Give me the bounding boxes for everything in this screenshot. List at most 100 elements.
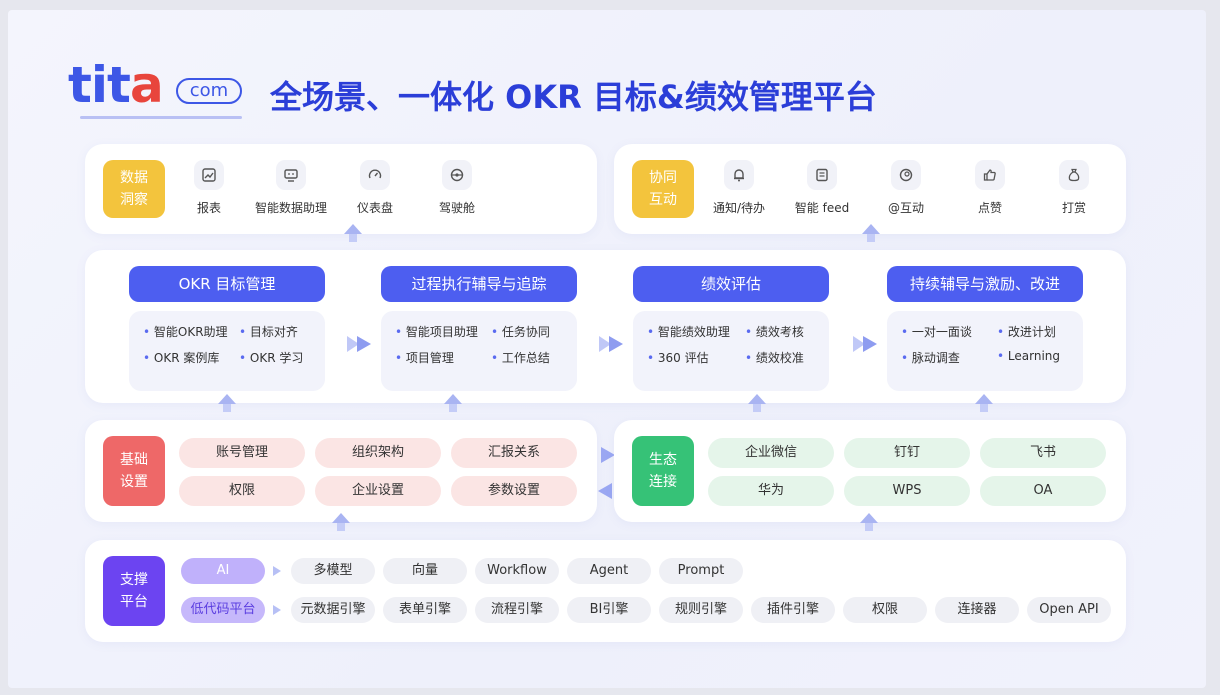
ai-pill[interactable]: Agent (567, 558, 651, 584)
support-platform-tag: 支撑 平台 (103, 556, 165, 626)
process-item[interactable]: 智能OKR助理 (143, 323, 228, 340)
collab-item-label: @互动 (887, 201, 924, 215)
ai-pill[interactable]: Workflow (475, 558, 559, 584)
ecosystem-pill[interactable]: 钉钉 (844, 438, 970, 468)
thumbs-up-icon (975, 160, 1005, 190)
arrow-up-to-settings (332, 513, 350, 531)
logo-text-a: a (129, 56, 164, 114)
process-item[interactable]: 任务协同 (491, 323, 550, 340)
process-title[interactable]: OKR 目标管理 (129, 266, 325, 302)
slide: tita com 全场景、一体化 OKR 目标&绩效管理平台 数据 洞察 报表 … (8, 10, 1206, 688)
ecosystem-pill[interactable]: 华为 (708, 476, 834, 506)
process-body: 一对一面谈 改进计划 脉动调查 Learning (887, 311, 1083, 391)
ecosystem-pill[interactable]: 飞书 (980, 438, 1106, 468)
lowcode-pill[interactable]: BI引擎 (567, 597, 651, 623)
collab-item-mention[interactable]: @互动 (856, 160, 956, 216)
lowcode-pill[interactable]: 连接器 (935, 597, 1019, 623)
settings-pill[interactable]: 组织架构 (315, 438, 441, 468)
process-item[interactable]: 360 评估 (647, 349, 709, 366)
arrow-up-to-evaluation (748, 394, 766, 412)
settings-pill[interactable]: 权限 (179, 476, 305, 506)
insight-item-dashboard[interactable]: 仪表盘 (325, 160, 425, 216)
process-item[interactable]: 绩效校准 (745, 349, 804, 366)
process-item[interactable]: 智能项目助理 (395, 323, 478, 340)
logo-text-tit: tit (68, 56, 131, 114)
ai-label-pill[interactable]: AI (181, 558, 265, 584)
process-item[interactable]: 项目管理 (395, 349, 454, 366)
ai-pill[interactable]: 多模型 (291, 558, 375, 584)
lowcode-pill[interactable]: 插件引擎 (751, 597, 835, 623)
arrow-up-to-insight (344, 224, 362, 242)
ecosystem-tag: 生态 连接 (632, 436, 694, 506)
ecosystem-card: 生态 连接 企业微信 钉钉 飞书 华为 WPS OA (614, 420, 1126, 522)
arrow-up-to-collab (862, 224, 880, 242)
lowcode-pill[interactable]: Open API (1027, 597, 1111, 623)
collab-item-label: 智能 feed (794, 201, 850, 215)
process-item[interactable]: Learning (997, 349, 1060, 363)
support-platform-card: 支撑 平台 AI 多模型 向量 Workflow Agent Prompt 低代… (85, 540, 1126, 642)
process-item[interactable]: OKR 学习 (239, 349, 303, 366)
insight-item-label: 报表 (196, 201, 221, 215)
process-item[interactable]: 一对一面谈 (901, 323, 972, 340)
ai-pill[interactable]: Prompt (659, 558, 743, 584)
process-title[interactable]: 绩效评估 (633, 266, 829, 302)
collab-item-like[interactable]: 点赞 (940, 160, 1040, 216)
collab-item-label: 通知/待办 (712, 201, 766, 215)
ai-pill[interactable]: 向量 (383, 558, 467, 584)
data-insight-card: 数据 洞察 报表 智能数据助理 仪表盘 驾驶舱 (85, 144, 597, 234)
process-okr: OKR 目标管理 智能OKR助理 目标对齐 OKR 案例库 OKR 学习 (129, 266, 325, 391)
right-arrow-icon (347, 336, 371, 352)
process-body: 智能绩效助理 绩效考核 360 评估 绩效校准 (633, 311, 829, 391)
lowcode-pill[interactable]: 元数据引擎 (291, 597, 375, 623)
lowcode-pill[interactable]: 表单引擎 (383, 597, 467, 623)
ecosystem-pill[interactable]: OA (980, 476, 1106, 506)
process-item[interactable]: 目标对齐 (239, 323, 298, 340)
process-item[interactable]: 绩效考核 (745, 323, 804, 340)
tita-logo: tita com (68, 56, 248, 124)
arrow-up-to-execution (444, 394, 462, 412)
ecosystem-pill[interactable]: WPS (844, 476, 970, 506)
small-arrow-icon (273, 605, 281, 615)
basic-settings-card: 基础 设置 账号管理 组织架构 汇报关系 权限 企业设置 参数设置 (85, 420, 597, 522)
settings-pill[interactable]: 汇报关系 (451, 438, 577, 468)
process-card: OKR 目标管理 智能OKR助理 目标对齐 OKR 案例库 OKR 学习 过程执… (85, 250, 1126, 403)
insight-item-assistant[interactable]: 智能数据助理 (241, 160, 341, 216)
collaboration-tag: 协同 互动 (632, 160, 694, 218)
settings-pill[interactable]: 企业设置 (315, 476, 441, 506)
process-title[interactable]: 持续辅导与激励、改进 (887, 266, 1083, 302)
collab-item-reward[interactable]: 打赏 (1024, 160, 1124, 216)
process-item[interactable]: OKR 案例库 (143, 349, 219, 366)
right-arrow-icon (599, 336, 623, 352)
settings-pill[interactable]: 账号管理 (179, 438, 305, 468)
lowcode-pill[interactable]: 规则引擎 (659, 597, 743, 623)
process-body: 智能项目助理 任务协同 项目管理 工作总结 (381, 311, 577, 391)
bell-icon (724, 160, 754, 190)
gauge-icon (360, 160, 390, 190)
lowcode-pill[interactable]: 权限 (843, 597, 927, 623)
collab-item-feed[interactable]: 智能 feed (772, 160, 872, 216)
process-item[interactable]: 工作总结 (491, 349, 550, 366)
insight-item-cockpit[interactable]: 驾驶舱 (407, 160, 507, 216)
insight-item-report[interactable]: 报表 (159, 160, 259, 216)
process-body: 智能OKR助理 目标对齐 OKR 案例库 OKR 学习 (129, 311, 325, 391)
lowcode-label-pill[interactable]: 低代码平台 (181, 597, 265, 623)
settings-pill[interactable]: 参数设置 (451, 476, 577, 506)
process-item[interactable]: 智能绩效助理 (647, 323, 730, 340)
page-title: 全场景、一体化 OKR 目标&绩效管理平台 (270, 78, 877, 116)
insight-item-label: 智能数据助理 (254, 201, 327, 215)
lowcode-pill[interactable]: 流程引擎 (475, 597, 559, 623)
ecosystem-pill[interactable]: 企业微信 (708, 438, 834, 468)
monitor-icon (276, 160, 306, 190)
collab-item-notify[interactable]: 通知/待办 (689, 160, 789, 216)
process-title[interactable]: 过程执行辅导与追踪 (381, 266, 577, 302)
basic-settings-tag: 基础 设置 (103, 436, 165, 506)
arrow-right-icon (601, 447, 615, 463)
arrow-up-to-ecosystem (860, 513, 878, 531)
data-insight-tag: 数据 洞察 (103, 160, 165, 218)
report-chart-icon (194, 160, 224, 190)
process-item[interactable]: 脉动调查 (901, 349, 960, 366)
arrow-up-to-okr (218, 394, 236, 412)
money-bag-icon (1059, 160, 1089, 190)
process-item[interactable]: 改进计划 (997, 323, 1056, 340)
process-evaluation: 绩效评估 智能绩效助理 绩效考核 360 评估 绩效校准 (633, 266, 829, 391)
